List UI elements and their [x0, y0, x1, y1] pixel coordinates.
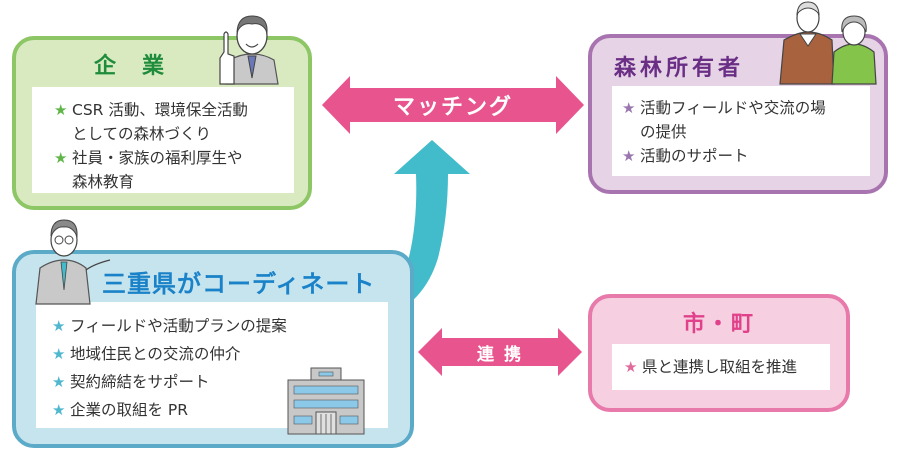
officer-illustration [35, 219, 111, 305]
forest-owner-item-1: ★活動フィールドや交流の場 [622, 96, 826, 120]
city-town-content [612, 344, 830, 390]
matching-arrow [322, 76, 584, 134]
company-item-2: ★社員・家族の福利厚生や [54, 146, 243, 170]
company-content [32, 87, 294, 193]
cooperation-label: 連 携 [477, 345, 523, 365]
prefecture-title: 三重県がコーディネート [102, 270, 376, 298]
company-item-2-cont: 森林教育 [72, 173, 135, 191]
company-item-1-cont: としての森林づくり [72, 125, 212, 143]
elderly-couple-illustration [779, 1, 877, 85]
curved-arrow-shape [350, 140, 470, 328]
prefecture-item-4: ★企業の取組を PR [52, 398, 188, 422]
star-icon: ★ [52, 317, 66, 335]
government-building-icon [287, 367, 365, 435]
prefecture-item-3: ★契約締結をサポート [52, 370, 210, 394]
company-item-1: ★CSR 活動、環境保全活動 [54, 98, 248, 122]
forest-owner-item-1-cont: の提供 [640, 123, 687, 141]
businessman-illustration [219, 15, 279, 85]
forest-owner-box: 森林所有者 ★活動フィールドや交流の場 の提供 ★活動のサポート [588, 34, 888, 194]
star-icon: ★ [622, 147, 636, 165]
city-town-title: 市・町 [682, 312, 755, 337]
cooperation-arrow-shape [418, 328, 582, 376]
matching-arrow-shape [322, 76, 584, 134]
coordination-curved-arrow [350, 140, 470, 328]
star-icon: ★ [52, 401, 66, 419]
star-icon: ★ [54, 149, 68, 167]
company-title: 企 業 [94, 54, 167, 79]
star-icon: ★ [622, 99, 636, 117]
matching-label: マッチング [392, 95, 513, 120]
star-icon: ★ [52, 345, 66, 363]
prefecture-item-1: ★フィールドや活動プランの提案 [52, 314, 287, 338]
forest-owner-content [612, 86, 870, 176]
city-town-box: 市・町 ★県と連携し取組を推進 [588, 294, 850, 412]
forest-owner-item-2: ★活動のサポート [622, 144, 749, 168]
prefecture-item-2: ★地域住民との交流の仲介 [52, 342, 240, 366]
star-icon: ★ [52, 373, 66, 391]
forest-owner-title: 森林所有者 [614, 56, 745, 81]
star-icon: ★ [624, 358, 638, 376]
cooperation-arrow [418, 328, 582, 376]
city-town-item-1: ★県と連携し取組を推進 [624, 355, 797, 379]
star-icon: ★ [54, 101, 68, 119]
